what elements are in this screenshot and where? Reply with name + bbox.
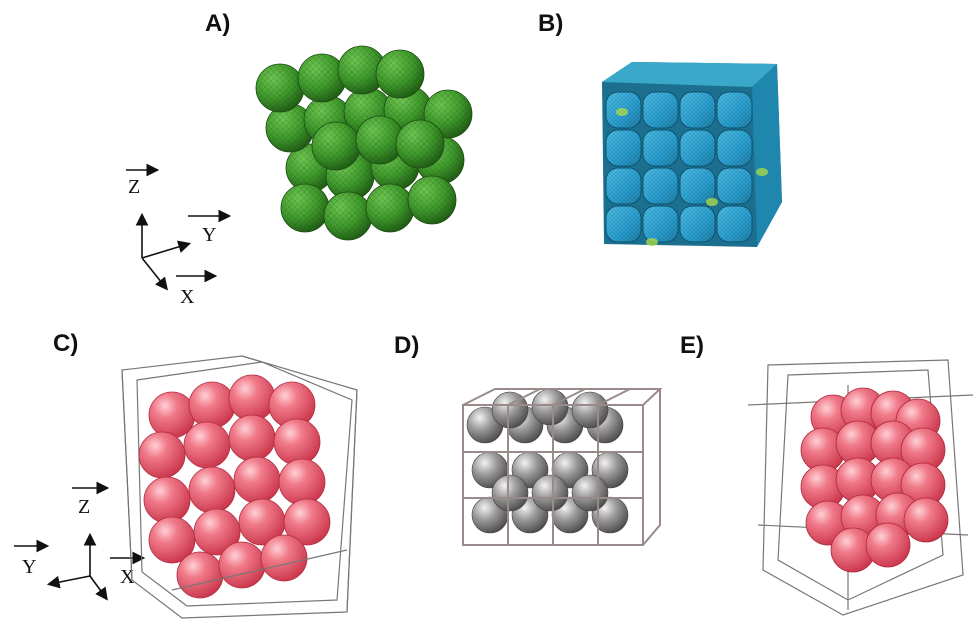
red-sphere xyxy=(176,551,224,599)
red-sphere xyxy=(188,381,236,429)
sphere-mesh-overlay xyxy=(366,184,414,232)
particle-mesh-overlay xyxy=(717,168,752,204)
red-sphere xyxy=(183,421,231,469)
stress-hotspot xyxy=(756,168,768,176)
red-sphere xyxy=(193,508,241,556)
sphere-mesh-overlay xyxy=(338,46,386,94)
sphere-mesh-overlay xyxy=(356,116,404,164)
particle-mesh-overlay xyxy=(717,92,752,128)
particle-mesh-overlay xyxy=(606,130,641,166)
grey-sphere xyxy=(531,474,569,512)
particle-mesh-overlay xyxy=(680,168,715,204)
axis-y-label-top: Y xyxy=(202,224,217,246)
panel-label-e: E) xyxy=(680,332,704,359)
particle-mesh-overlay xyxy=(643,206,678,242)
sphere-mesh-overlay xyxy=(281,184,329,232)
red-sphere xyxy=(283,498,331,546)
stress-hotspot xyxy=(646,238,658,246)
wire-edge xyxy=(241,355,263,363)
sphere-mesh-overlay xyxy=(376,50,424,98)
red-sphere xyxy=(260,534,308,582)
sphere-mesh-overlay xyxy=(256,64,304,112)
grey-sphere xyxy=(491,391,529,429)
grey-sphere-lattice-cube xyxy=(462,388,663,546)
grey-sphere xyxy=(571,474,609,512)
sphere-mesh-overlay xyxy=(408,176,456,224)
wire-edge xyxy=(121,369,133,581)
particle-mesh-overlay xyxy=(643,92,678,128)
green-sphere-cluster xyxy=(255,45,473,241)
sphere-mesh-overlay xyxy=(324,192,372,240)
red-sphere xyxy=(233,456,281,504)
wire-edge xyxy=(171,549,348,591)
axis-z-label-bottom: Z xyxy=(78,496,91,518)
particle-mesh-overlay xyxy=(606,168,641,204)
lattice-frame-top xyxy=(462,388,663,406)
red-sphere xyxy=(273,418,321,466)
panel-label-b: B) xyxy=(538,10,564,37)
red-sphere xyxy=(138,431,186,479)
lattice-line xyxy=(507,388,541,406)
lattice-frame-side xyxy=(642,389,661,546)
particle-mesh-overlay xyxy=(680,92,715,128)
axis-y-label-bottom: Y xyxy=(22,556,37,578)
sphere-mesh-overlay xyxy=(312,122,360,170)
particle-mesh-overlay xyxy=(717,130,752,166)
axis-x-label-top: X xyxy=(180,286,195,308)
sphere-mesh-overlay xyxy=(396,120,444,168)
stress-hotspot xyxy=(706,198,718,206)
lattice-line xyxy=(597,388,631,406)
red-sphere xyxy=(188,466,236,514)
compressed-mesh-cube xyxy=(602,62,782,247)
cube-top-face xyxy=(602,62,777,87)
red-sphere xyxy=(148,516,196,564)
panel-label-c: C) xyxy=(53,330,79,357)
axis-z-label-top: Z xyxy=(128,176,141,198)
cube-side-face xyxy=(752,64,782,247)
grey-sphere xyxy=(531,388,569,426)
red-sphere xyxy=(865,522,911,568)
particle-mesh-overlay xyxy=(606,206,641,242)
red-sphere xyxy=(228,414,276,462)
red-sphere xyxy=(278,458,326,506)
wire-frame-outer xyxy=(762,359,964,616)
red-sphere xyxy=(143,476,191,524)
wire-frame-inner xyxy=(777,369,944,601)
axis-x-label-bottom: X xyxy=(120,566,135,588)
stress-hotspot xyxy=(616,108,628,116)
red-sphere-packing-box xyxy=(121,355,358,619)
red-sphere xyxy=(218,541,266,589)
panel-label-d: D) xyxy=(394,332,420,359)
panel-label-a: A) xyxy=(205,10,231,37)
lattice-line xyxy=(552,388,586,406)
grey-sphere xyxy=(491,474,529,512)
sphere-mesh-overlay xyxy=(266,104,314,152)
particle-mesh-overlay xyxy=(680,130,715,166)
red-sphere xyxy=(228,374,276,422)
grey-sphere xyxy=(571,391,609,429)
axis-triad-bottom xyxy=(14,481,146,601)
sphere-mesh-overlay xyxy=(298,54,346,102)
red-sphere-packing-frames xyxy=(747,359,974,616)
particle-mesh-overlay xyxy=(717,206,752,242)
red-sphere xyxy=(903,497,949,543)
axis-triad-top xyxy=(126,163,232,291)
particle-mesh-overlay xyxy=(643,130,678,166)
red-sphere xyxy=(148,391,196,439)
particle-mesh-overlay xyxy=(680,206,715,242)
particle-mesh-overlay xyxy=(643,168,678,204)
wire-edge xyxy=(346,389,358,613)
